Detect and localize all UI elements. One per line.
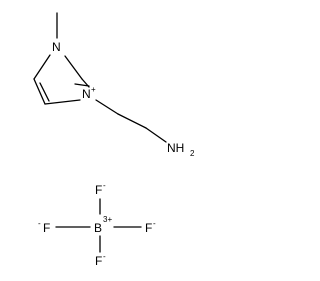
fluoride-left-label: F — [43, 221, 50, 235]
imidazolium-cation: N N + NH 2 — [33, 12, 195, 158]
bond-ch2-ch2 — [117, 113, 147, 129]
fluoride-right-charge: - — [153, 219, 156, 228]
bond-c4-c5-inner — [39, 82, 50, 102]
bond-c2-n3-double — [74, 83, 90, 87]
n1-label: N — [52, 40, 61, 54]
fluoride-bottom-charge: - — [103, 252, 106, 261]
bond-c4-c5-double — [33, 78, 46, 105]
bond-n3-ch2 — [95, 99, 119, 115]
amine-subscript: 2 — [190, 149, 195, 158]
bond-c2-n3 — [81, 78, 90, 88]
tetrafluoroborate-anion: B 3+ F - - F F - F - — [38, 181, 156, 268]
fluoride-bottom-label: F — [95, 254, 102, 268]
fluoride-top-label: F — [95, 183, 102, 197]
amine-label: NH — [167, 141, 184, 155]
n3-charge: + — [91, 85, 96, 94]
boron-label: B — [94, 221, 102, 235]
fluoride-top-charge: - — [103, 181, 106, 190]
fluoride-left-charge: - — [38, 219, 41, 228]
bond-n1-c5 — [33, 54, 51, 80]
bond-n1-c2 — [64, 55, 83, 80]
bond-ch2-nh2 — [145, 127, 167, 143]
bond-c4-n3 — [44, 99, 81, 105]
fluoride-right-label: F — [145, 221, 152, 235]
boron-charge: 3+ — [103, 215, 112, 224]
n3-label: N — [82, 87, 91, 101]
chemical-structure: N N + NH 2 B 3+ F - - F F - F - — [33, 12, 195, 268]
